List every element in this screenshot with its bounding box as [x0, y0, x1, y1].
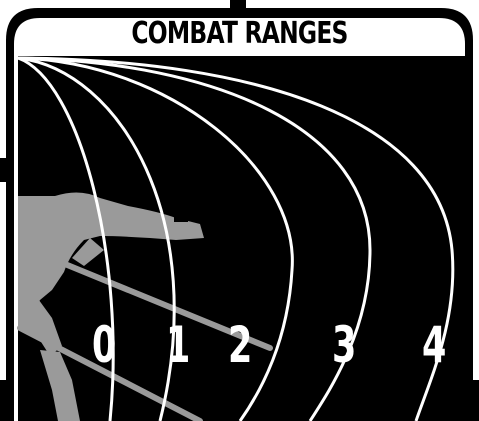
range-label-3: 3	[332, 317, 356, 375]
page-title: COMBAT RANGES	[53, 14, 427, 54]
range-label-1: 1	[166, 317, 190, 375]
range-label-2: 2	[228, 317, 252, 375]
hand-guard	[174, 208, 188, 222]
range-label-4: 4	[422, 317, 446, 375]
frame-tab-left-lower	[0, 380, 8, 421]
frame-tab-left	[0, 158, 10, 182]
range-label-0: 0	[92, 317, 116, 375]
frame-notch-top	[230, 0, 246, 10]
frame-tab-right	[471, 380, 479, 421]
